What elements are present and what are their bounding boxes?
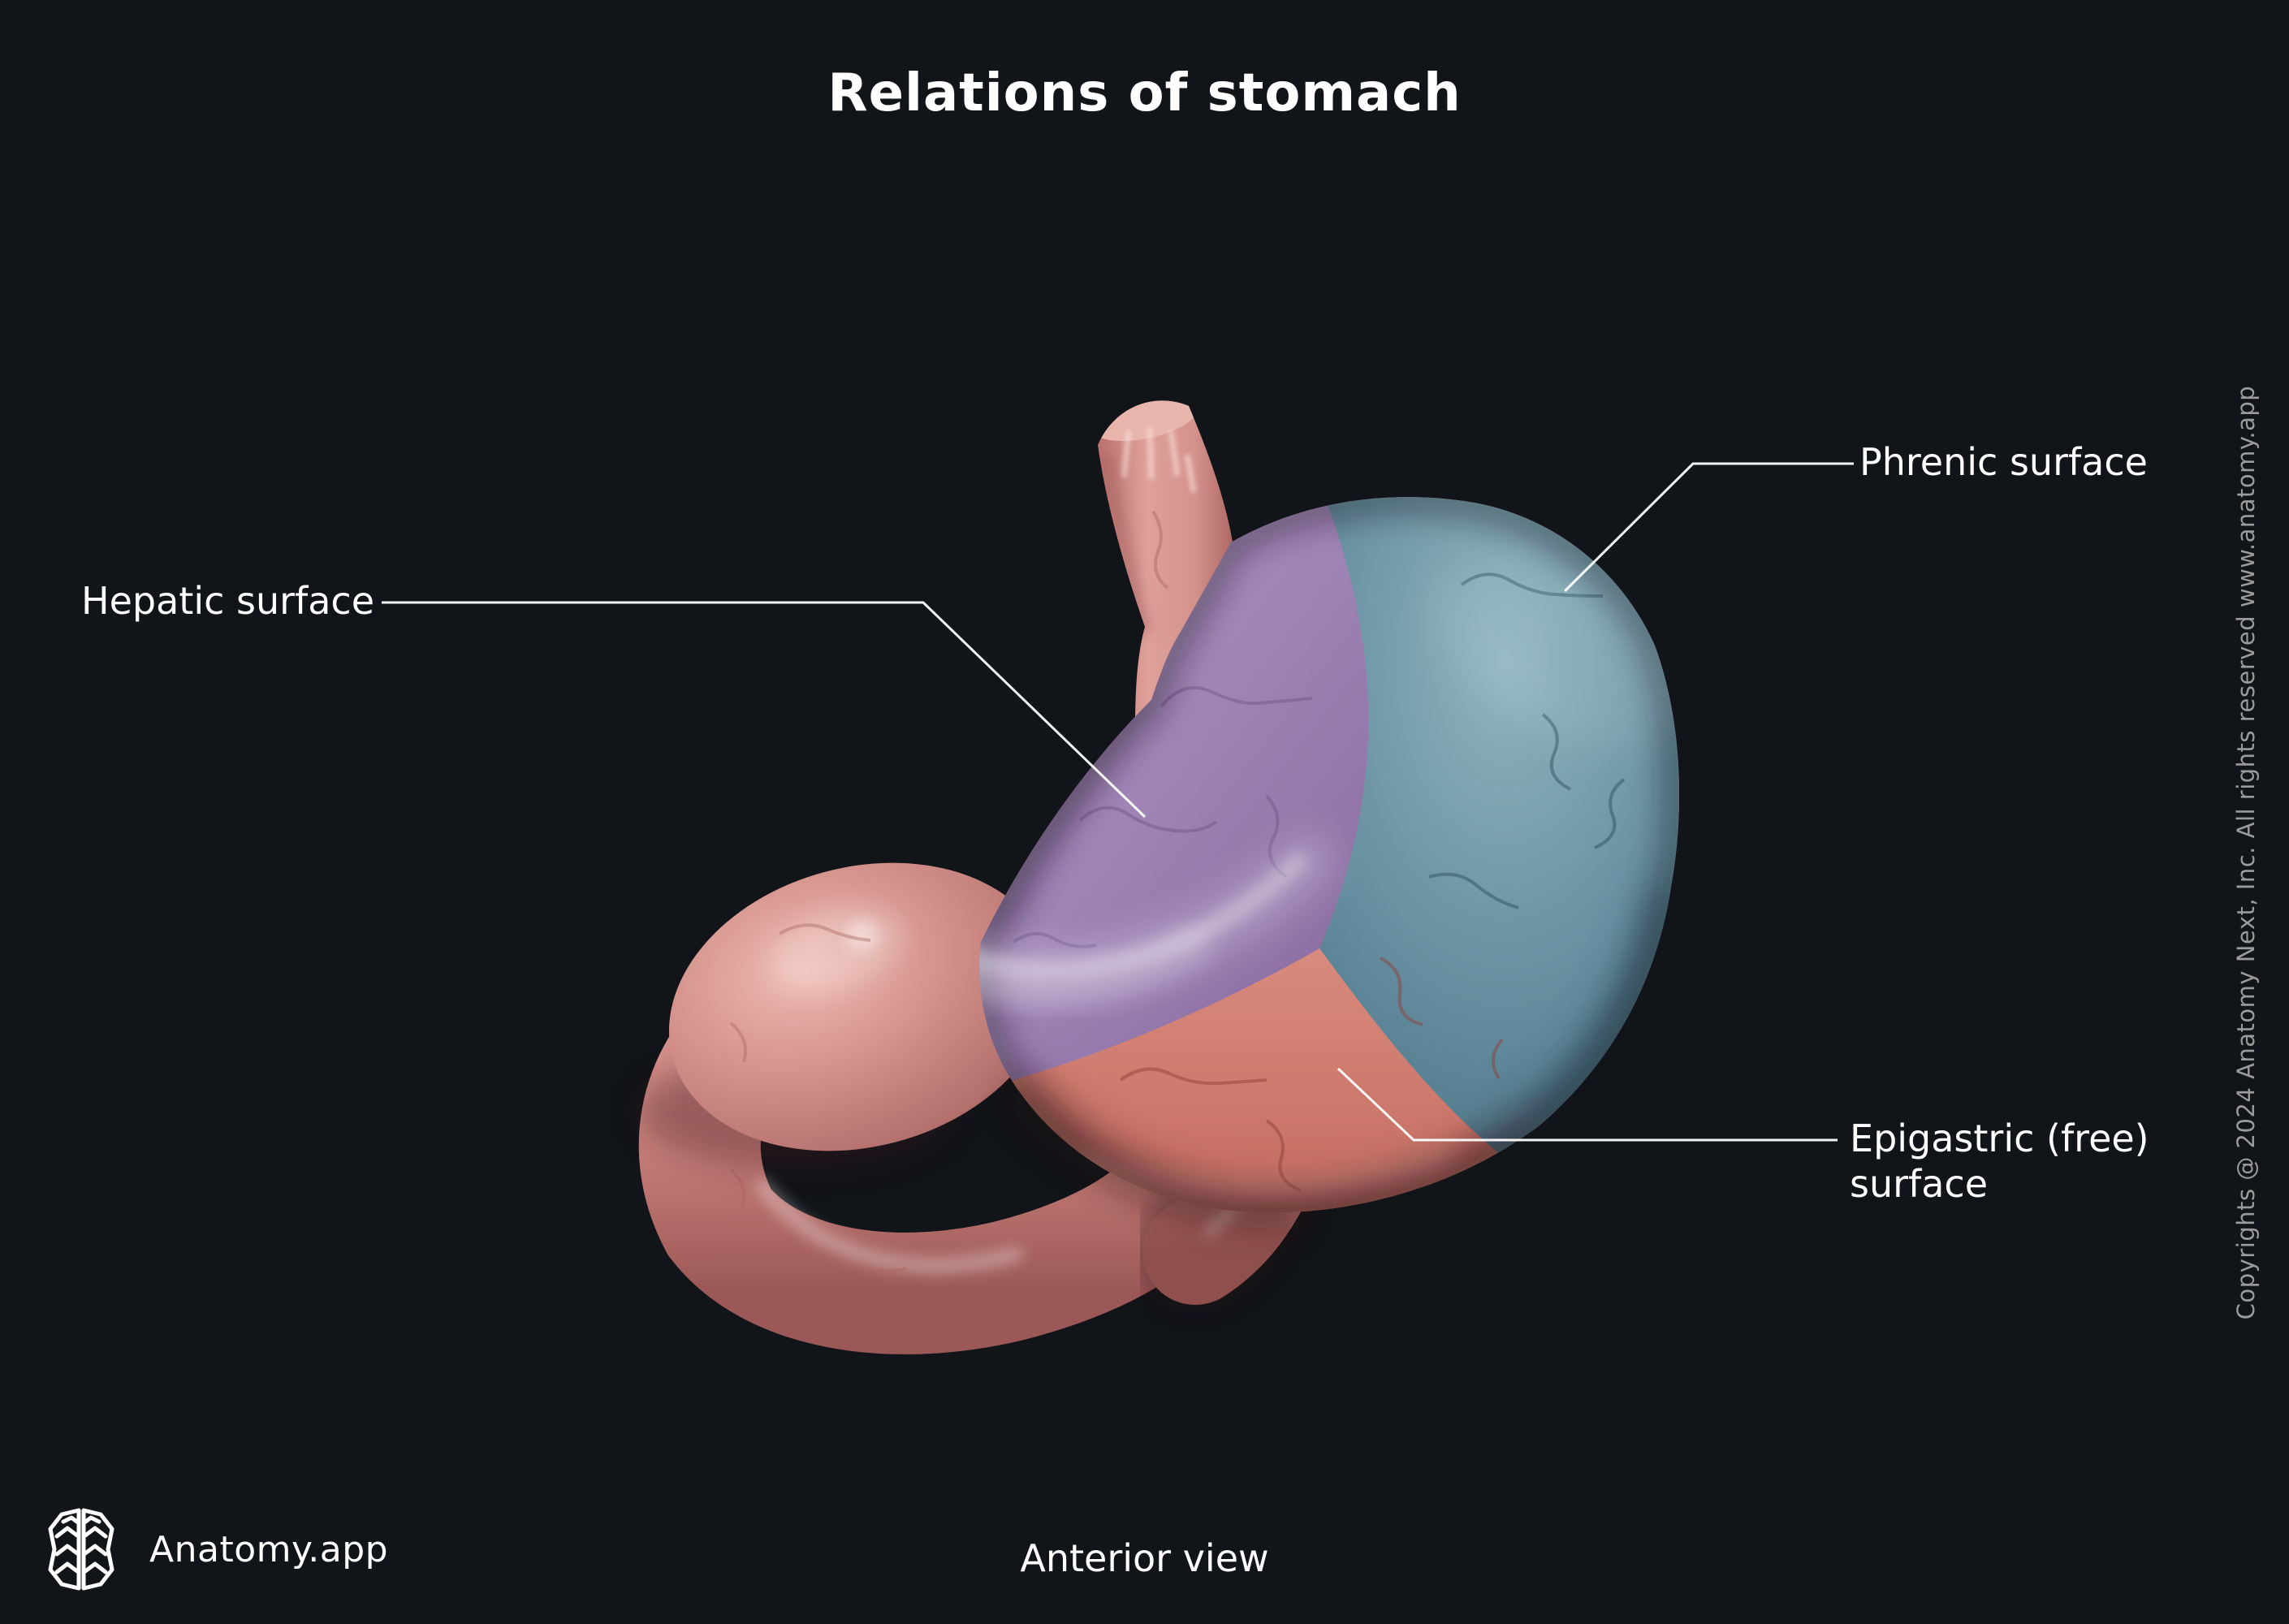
view-caption: Anterior view [1020, 1536, 1269, 1580]
epigastric-surface-region [978, 948, 1608, 1213]
label-phrenic-surface: Phrenic surface [1859, 440, 2148, 484]
stomach-body [978, 497, 1680, 1213]
copyright-text: Copyrights @ 2024 Anatomy Next, Inc. All… [2232, 385, 2260, 1320]
brand-lockup: Anatomy.app [41, 1502, 388, 1596]
brain-logo-icon [48, 1508, 114, 1591]
leader-lines [382, 462, 1854, 1142]
label-epigastric-surface: Epigastric (free) surface [1850, 1116, 2149, 1207]
page-title: Relations of stomach [827, 63, 1462, 123]
hepatic-leader-line [382, 601, 1147, 818]
label-hepatic-surface: Hepatic surface [81, 579, 375, 623]
duodenum-bulb [668, 862, 1053, 1151]
phrenic-leader-line [1563, 462, 1854, 593]
epigastric-leader-line [1337, 1067, 1838, 1142]
brand-name: Anatomy.app [149, 1528, 389, 1570]
